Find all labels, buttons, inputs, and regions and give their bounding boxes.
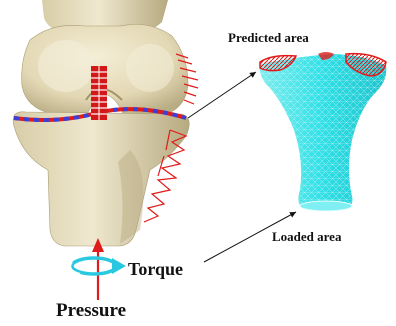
predicted-area-label: Predicted area — [228, 30, 309, 46]
loaded-area-surface — [300, 201, 352, 211]
pressure-label: Pressure — [56, 300, 126, 322]
loaded-area-label: Loaded area — [272, 229, 341, 245]
torque-label: Torque — [128, 259, 183, 280]
condyle-highlight-left — [38, 40, 94, 92]
cruciate-spring — [91, 66, 107, 120]
mesh-model — [260, 52, 387, 211]
predicted-area-arrow — [188, 72, 256, 118]
knee-model — [13, 0, 198, 246]
up-arrow-icon — [92, 238, 104, 300]
condyle-highlight-right — [126, 44, 174, 92]
